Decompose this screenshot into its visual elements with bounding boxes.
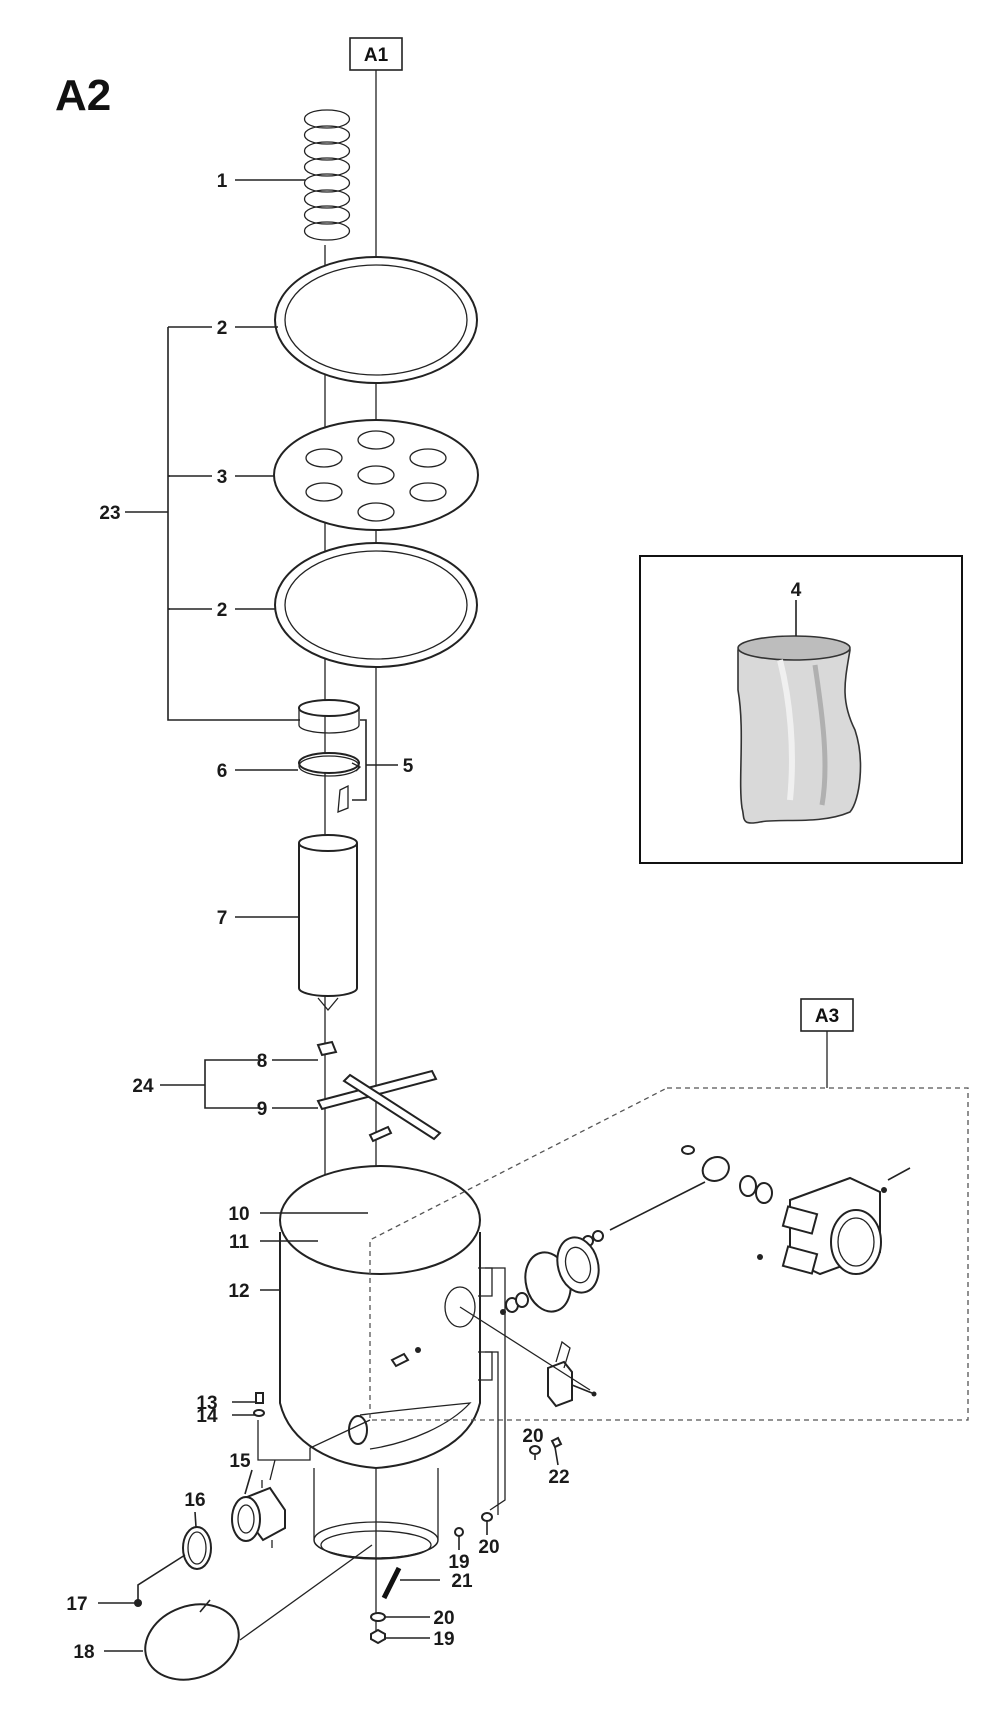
callout-21: 21 xyxy=(451,1571,473,1592)
part-13-bolt[interactable] xyxy=(255,1392,264,1404)
part-5-collar[interactable] xyxy=(298,699,360,734)
callout-24: 24 xyxy=(132,1076,154,1097)
part-16-o-ring[interactable] xyxy=(182,1526,212,1570)
part-9-cross-bracket[interactable] xyxy=(316,1069,442,1143)
part-14-washer[interactable] xyxy=(253,1409,265,1417)
part-21-pin[interactable] xyxy=(381,1566,402,1600)
callout-20-side-b: 20 xyxy=(522,1426,543,1447)
callout-18: 18 xyxy=(73,1642,94,1663)
callout-17: 17 xyxy=(66,1594,87,1615)
part-19-nut-side[interactable] xyxy=(454,1527,464,1537)
reference-box-a1[interactable]: A1 xyxy=(349,37,403,71)
part-6-clamp[interactable] xyxy=(298,752,362,813)
part-2-gasket-top[interactable] xyxy=(274,256,478,384)
callout-13: 13 xyxy=(196,1393,217,1414)
callout-22: 22 xyxy=(548,1467,569,1488)
callout-10: 10 xyxy=(228,1204,249,1225)
callout-2-top: 2 xyxy=(217,318,228,339)
part-20-washer-side-a[interactable] xyxy=(481,1512,493,1522)
callout-19-side: 19 xyxy=(448,1552,469,1573)
callout-20-side-a: 20 xyxy=(478,1537,499,1558)
callout-1: 1 xyxy=(217,171,228,192)
a3-bolt-small[interactable] xyxy=(390,1347,421,1368)
callout-16: 16 xyxy=(184,1490,205,1511)
part-2-gasket-bottom[interactable] xyxy=(274,542,478,668)
part-3-perforated-plate[interactable] xyxy=(273,419,479,531)
part-19-nut-bottom[interactable] xyxy=(370,1628,386,1645)
part-15-coupling[interactable] xyxy=(231,1480,286,1548)
a3-latch[interactable] xyxy=(547,1340,597,1408)
leader-lines xyxy=(98,179,797,1652)
a3-motor[interactable] xyxy=(757,1167,911,1276)
part-1-spring[interactable] xyxy=(304,109,350,241)
a3-flange-plate[interactable] xyxy=(519,1233,605,1317)
reference-label-a1: A1 xyxy=(364,45,389,66)
part-20-washer-side-b[interactable] xyxy=(529,1445,541,1455)
callout-3: 3 xyxy=(217,467,228,488)
reference-label-a3: A3 xyxy=(815,1006,839,1027)
callout-4: 4 xyxy=(791,580,802,601)
part-22-bolt[interactable] xyxy=(550,1436,563,1449)
part-8-clip[interactable] xyxy=(316,1040,338,1057)
part-20-washer-bottom[interactable] xyxy=(370,1612,386,1622)
callout-labels: 1 2 3 2 23 5 6 7 8 9 24 10 11 12 13 14 1… xyxy=(66,171,801,1663)
a3-linkage-line xyxy=(459,1306,591,1391)
callout-11: 11 xyxy=(229,1232,250,1253)
page-title: A2 xyxy=(55,71,111,120)
a3-washers[interactable] xyxy=(500,1292,529,1315)
callout-19-bottom: 19 xyxy=(433,1629,454,1650)
part-4-filter-bag[interactable] xyxy=(737,635,862,824)
part-7-filter-tube[interactable] xyxy=(298,834,358,1012)
linkage-line-15 xyxy=(257,1419,371,1481)
callout-20-bottom: 20 xyxy=(433,1608,454,1629)
a3-dashed-region xyxy=(369,1087,969,1421)
part-18-lid[interactable] xyxy=(135,1592,250,1692)
part-12-drum-body[interactable] xyxy=(279,1165,493,1560)
callout-9: 9 xyxy=(257,1099,268,1120)
callout-14: 14 xyxy=(196,1406,218,1427)
callout-5: 5 xyxy=(403,756,414,777)
callout-15: 15 xyxy=(229,1451,251,1472)
reference-box-a3[interactable]: A3 xyxy=(800,998,854,1032)
linkage-line-lid xyxy=(239,1544,373,1641)
callout-7: 7 xyxy=(217,908,228,929)
callout-23: 23 xyxy=(99,503,120,524)
a3-rod-assembly[interactable] xyxy=(582,1145,773,1247)
linkage-line-side-bolts xyxy=(485,1267,506,1515)
callout-8: 8 xyxy=(257,1051,268,1072)
callout-12: 12 xyxy=(228,1281,249,1302)
callout-2-bottom: 2 xyxy=(217,600,228,621)
callout-6: 6 xyxy=(217,761,228,782)
